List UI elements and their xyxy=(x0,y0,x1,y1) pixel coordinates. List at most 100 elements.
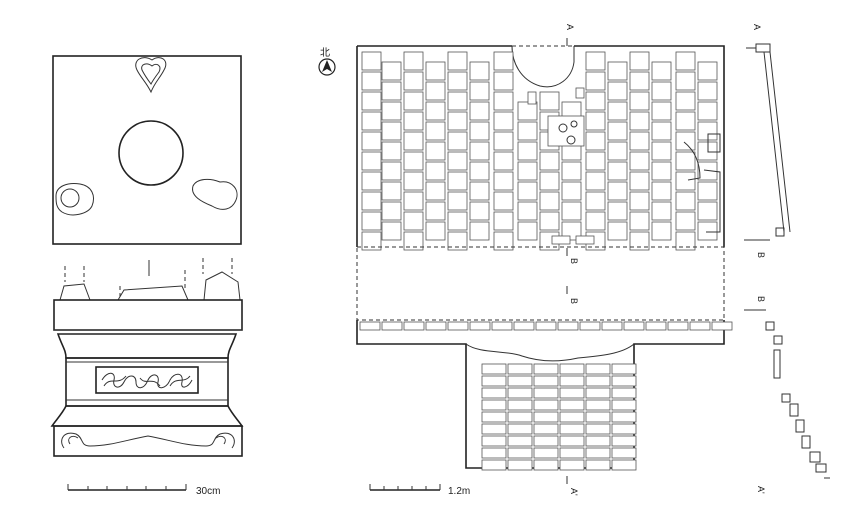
unexcavated-zone xyxy=(356,235,725,321)
floor-brick xyxy=(507,363,533,375)
floor-brick xyxy=(629,151,650,171)
floor-brick xyxy=(651,201,672,221)
floor-brick xyxy=(469,321,491,331)
floor-brick xyxy=(361,71,382,91)
floor-brick xyxy=(507,399,533,411)
floor-brick xyxy=(403,321,425,331)
floor-brick xyxy=(585,423,611,435)
floor-brick xyxy=(611,375,637,387)
scale-right-label: 1.2m xyxy=(448,486,470,497)
scale-bar-left: 30cm xyxy=(67,484,220,497)
floor-brick xyxy=(493,111,514,131)
floor-brick xyxy=(675,231,696,251)
floor-brick xyxy=(381,81,402,101)
floor-brick xyxy=(403,211,424,231)
floor-brick xyxy=(447,91,468,111)
floor-brick xyxy=(447,231,468,251)
floor-brick xyxy=(607,201,628,221)
floor-brick xyxy=(559,363,585,375)
floor-brick xyxy=(359,321,381,331)
floor-brick xyxy=(585,71,606,91)
floor-brick xyxy=(675,191,696,211)
brick-floor-upper xyxy=(356,45,725,251)
floor-brick xyxy=(493,91,514,111)
floor-brick xyxy=(533,423,559,435)
floor-brick xyxy=(403,51,424,71)
floor-brick xyxy=(561,221,582,241)
floor-brick xyxy=(517,141,538,161)
floor-brick xyxy=(361,211,382,231)
floor-brick xyxy=(585,171,606,191)
floor-brick xyxy=(585,435,611,447)
floor-brick xyxy=(403,231,424,251)
floor-brick xyxy=(517,101,538,121)
floor-brick xyxy=(425,181,446,201)
scale-left-label: 30cm xyxy=(196,486,220,497)
floor-brick xyxy=(607,121,628,141)
section-profile-a-b: A B xyxy=(744,24,791,258)
floor-brick xyxy=(481,375,507,387)
floor-brick xyxy=(533,459,559,471)
floor-brick xyxy=(425,61,446,81)
floor-brick xyxy=(425,121,446,141)
floor-brick xyxy=(559,435,585,447)
floor-brick xyxy=(469,141,490,161)
floor-brick xyxy=(517,121,538,141)
floor-brick xyxy=(425,141,446,161)
floor-brick xyxy=(381,201,402,221)
floor-brick xyxy=(517,181,538,201)
floor-brick xyxy=(651,81,672,101)
floor-brick xyxy=(517,161,538,181)
floor-brick xyxy=(533,435,559,447)
floor-brick xyxy=(469,101,490,121)
floor-brick xyxy=(629,171,650,191)
floor-brick xyxy=(361,111,382,131)
floor-brick xyxy=(629,211,650,231)
floor-brick xyxy=(651,161,672,181)
floor-brick xyxy=(361,231,382,251)
floor-brick xyxy=(447,321,469,331)
floor-brick xyxy=(579,321,601,331)
floor-brick xyxy=(651,121,672,141)
floor-brick xyxy=(651,101,672,121)
floor-brick xyxy=(675,51,696,71)
scale-bar-right: 1.2m xyxy=(369,484,470,497)
floor-brick xyxy=(559,423,585,435)
floor-brick xyxy=(607,101,628,121)
floor-brick xyxy=(697,201,718,221)
floor-brick xyxy=(611,459,637,471)
floor-brick xyxy=(607,141,628,161)
floor-brick xyxy=(559,447,585,459)
floor-brick xyxy=(539,91,560,111)
floor-brick xyxy=(601,321,623,331)
floor-brick xyxy=(381,61,402,81)
floor-brick xyxy=(381,181,402,201)
floor-brick xyxy=(447,111,468,131)
floor-brick xyxy=(447,51,468,71)
floor-brick xyxy=(425,101,446,121)
floor-brick xyxy=(381,161,402,181)
floor-brick xyxy=(481,387,507,399)
floor-brick xyxy=(403,151,424,171)
floor-brick xyxy=(533,363,559,375)
floor-brick xyxy=(447,171,468,191)
floor-brick xyxy=(361,51,382,71)
floor-brick xyxy=(559,375,585,387)
profile-a-label: A xyxy=(752,24,762,30)
floor-brick xyxy=(469,81,490,101)
floor-brick xyxy=(585,411,611,423)
floor-brick xyxy=(697,181,718,201)
floor-brick xyxy=(493,131,514,151)
floor-brick xyxy=(585,447,611,459)
floor-brick xyxy=(403,191,424,211)
floor-brick xyxy=(481,459,507,471)
floor-brick xyxy=(361,151,382,171)
floor-brick xyxy=(629,71,650,91)
section-b-lower: B xyxy=(569,298,579,304)
floor-brick xyxy=(651,181,672,201)
floor-brick xyxy=(561,161,582,181)
floor-brick xyxy=(611,423,637,435)
floor-brick xyxy=(559,459,585,471)
profile-a-prime-label: A' xyxy=(756,486,766,494)
floor-brick xyxy=(539,191,560,211)
